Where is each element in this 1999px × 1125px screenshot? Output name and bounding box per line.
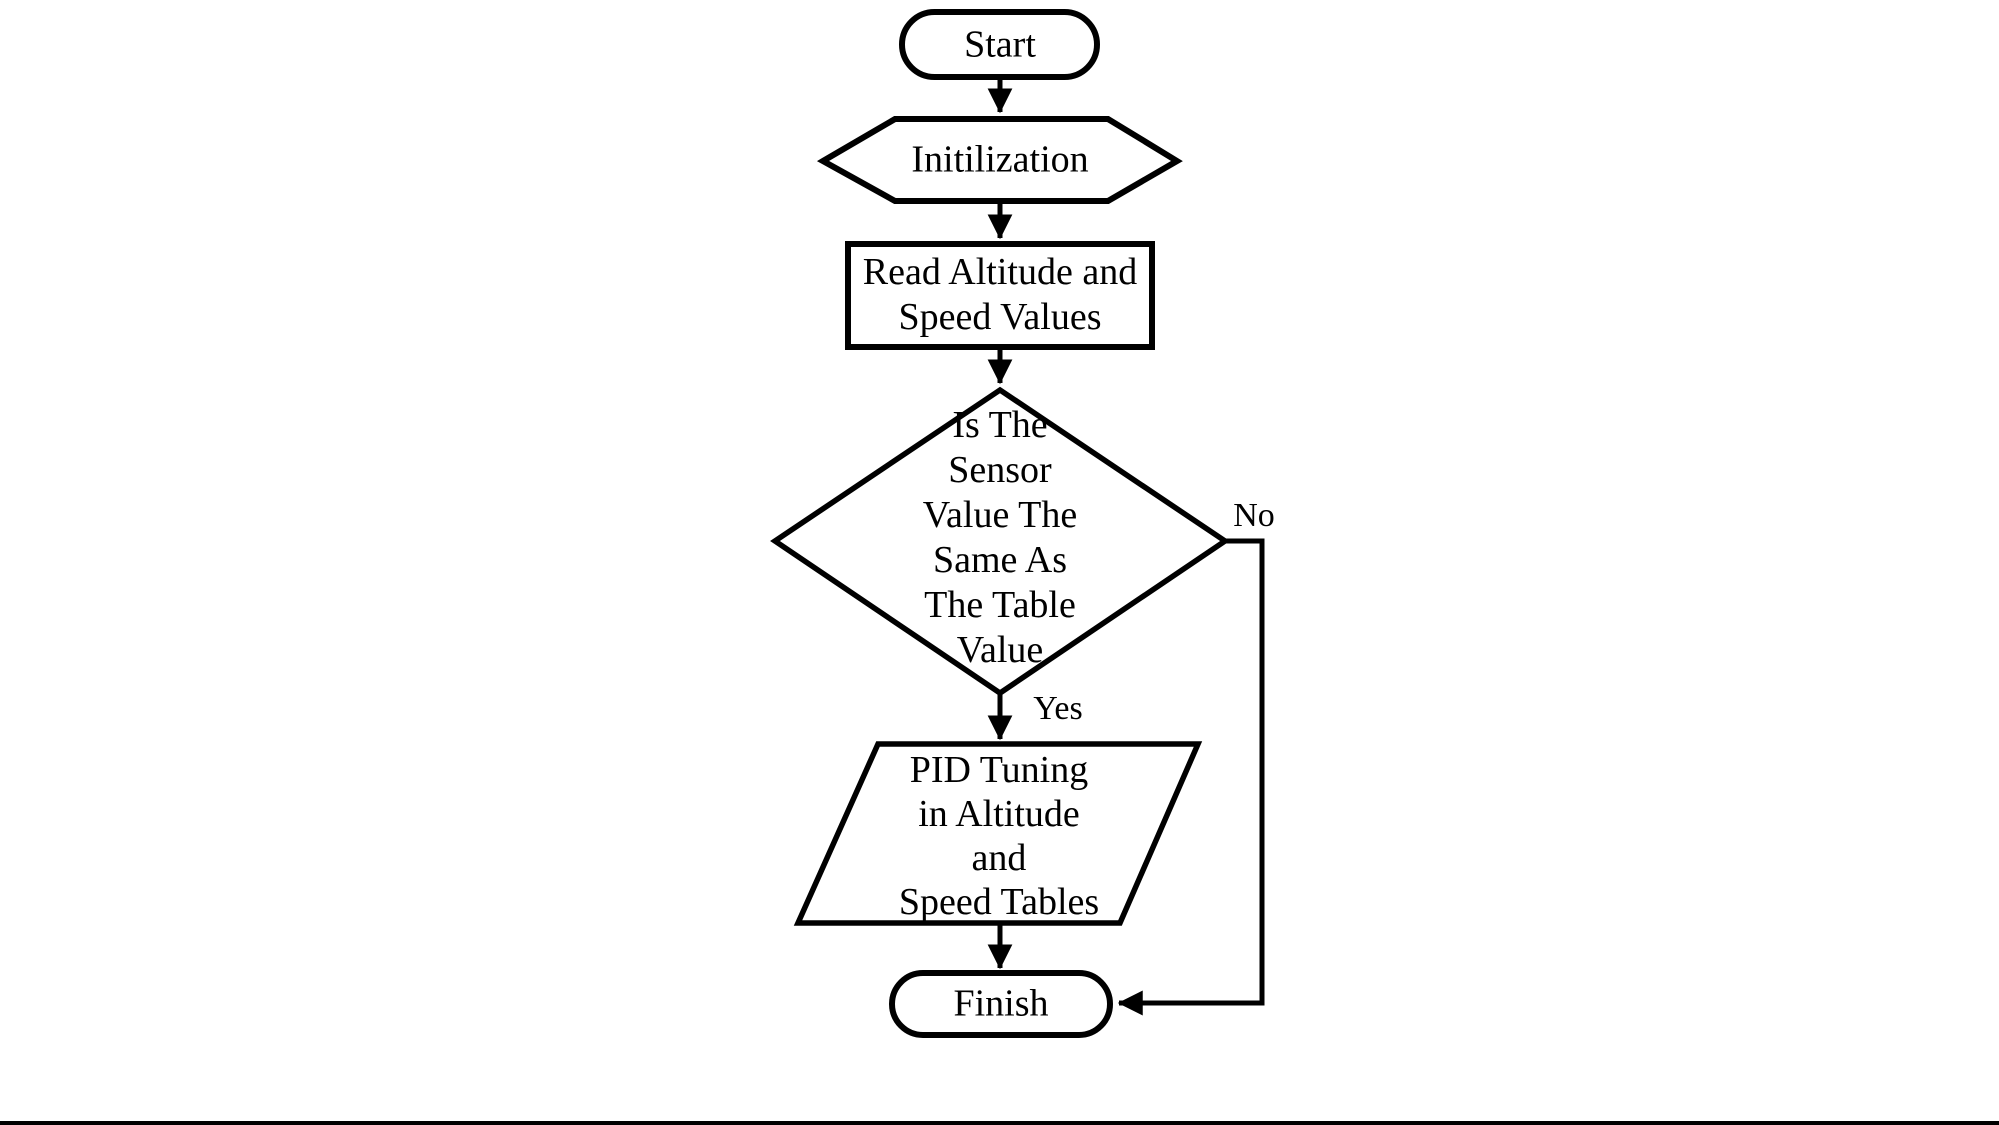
pid-tuning-node-shape [793, 741, 1203, 926]
finish-node-shape [889, 970, 1113, 1038]
initialization-node-shape [816, 116, 1183, 204]
read-values-node-shape [845, 241, 1155, 350]
start-node-shape [899, 9, 1100, 80]
bottom-horizontal-rule [0, 1121, 1999, 1125]
arrow-no-decision-to-finish [1117, 538, 1265, 1016]
decision-node-shape [770, 386, 1230, 697]
